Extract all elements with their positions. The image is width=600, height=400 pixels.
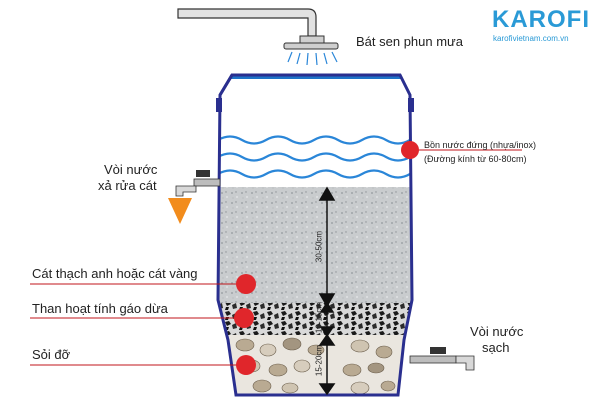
dimension-arrows [318, 186, 336, 396]
label-drain-line2: xả rửa cát [98, 178, 157, 193]
label-drain-line1: Vòi nước [104, 162, 158, 177]
tank-outline [216, 73, 414, 397]
dim-gravel: 15-20cm [314, 344, 324, 377]
dim-sand: 30-50cm [314, 230, 324, 263]
marker-sand [236, 274, 256, 294]
inlet-pipe [177, 8, 317, 37]
drain-arrow [168, 198, 192, 224]
clean-pipe [409, 355, 457, 364]
brand-url: karofivietnam.com.vn [493, 34, 569, 43]
brand-logo: KAROFI [492, 6, 590, 33]
drain-pipe [193, 178, 221, 187]
label-tank-line2: (Đường kính từ 60-80cm) [424, 154, 527, 164]
leader-lines [30, 149, 522, 366]
label-shower: Bát sen phun mưa [356, 34, 463, 49]
marker-gravel [236, 355, 256, 375]
clean-spout [455, 355, 475, 371]
water-waves [218, 135, 411, 179]
label-tank-line1: Bồn nước đứng (nhựa/inox) [424, 140, 537, 150]
tank-band-left [216, 98, 222, 112]
shower-neck [299, 35, 325, 44]
label-sand: Cát thạch anh hoặc cát vàng [32, 266, 198, 281]
gravel-stones [235, 337, 396, 395]
marker-tank [401, 141, 419, 159]
tank-band-right [408, 98, 414, 112]
shower-head [283, 42, 339, 50]
label-clean-line1: Vòi nước [470, 324, 524, 339]
label-clean-line2: sạch [482, 340, 510, 355]
label-carbon: Than hoạt tính gáo dừa [32, 301, 168, 316]
label-gravel: Sỏi đỡ [32, 347, 71, 362]
drain-spout [175, 185, 197, 197]
marker-carbon [234, 308, 254, 328]
shower-spray [287, 51, 338, 66]
